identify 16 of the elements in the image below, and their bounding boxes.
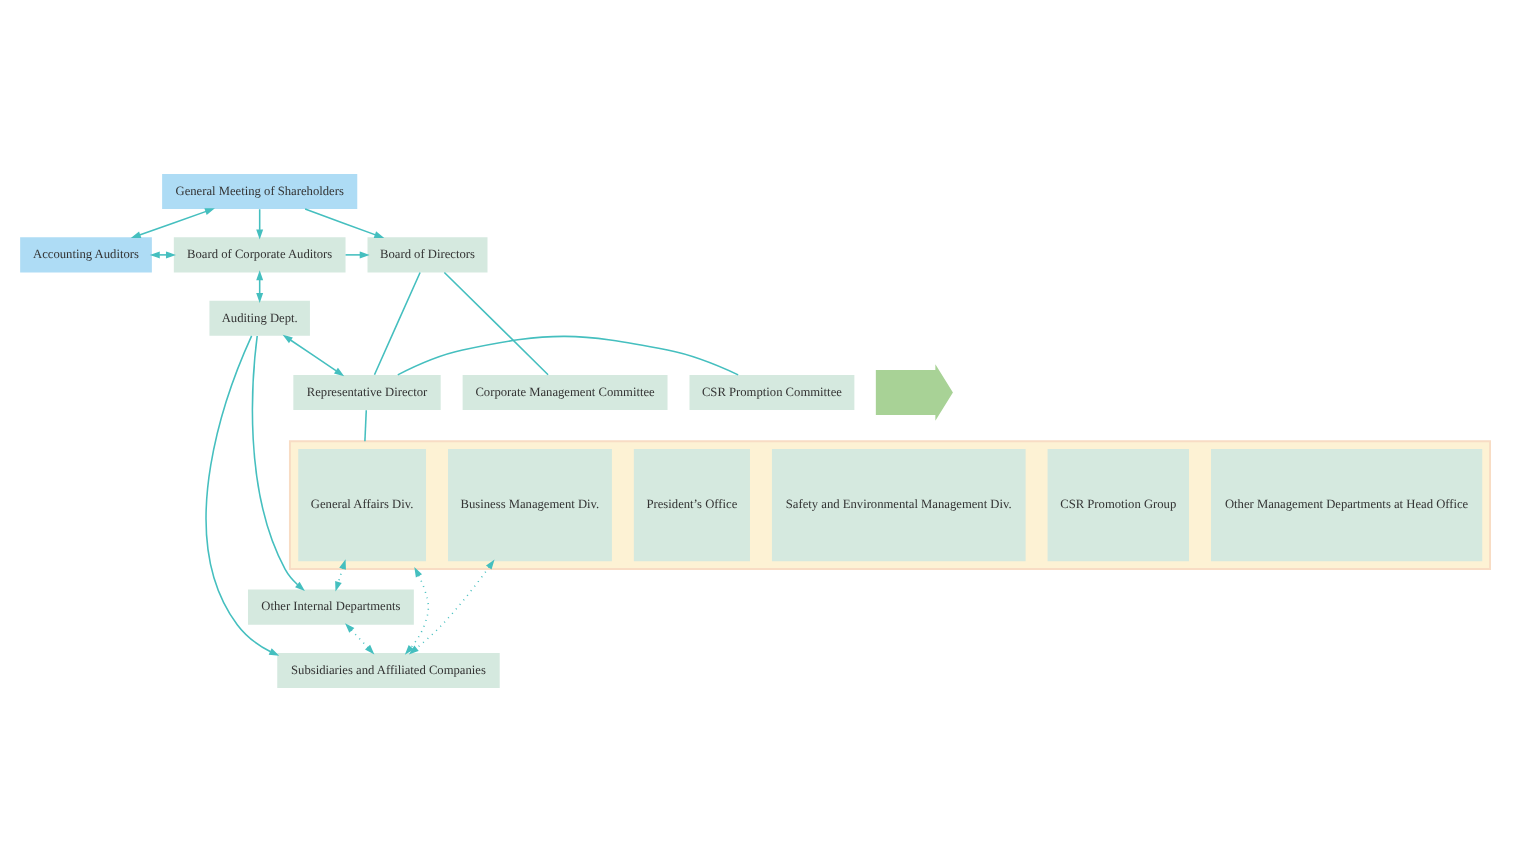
arrow [251,335,305,591]
arrow [304,208,385,239]
connector [373,271,421,376]
arrow [404,566,430,655]
arrow [149,251,176,259]
node-arrow [875,364,953,421]
arrow [282,334,345,377]
arrow [256,208,264,240]
arrow [344,251,370,259]
connector [364,409,368,442]
arrow [345,623,375,655]
arrow [205,335,280,656]
arrow [130,208,215,239]
connector [397,335,739,376]
connector [443,271,549,376]
arrow [408,559,495,655]
